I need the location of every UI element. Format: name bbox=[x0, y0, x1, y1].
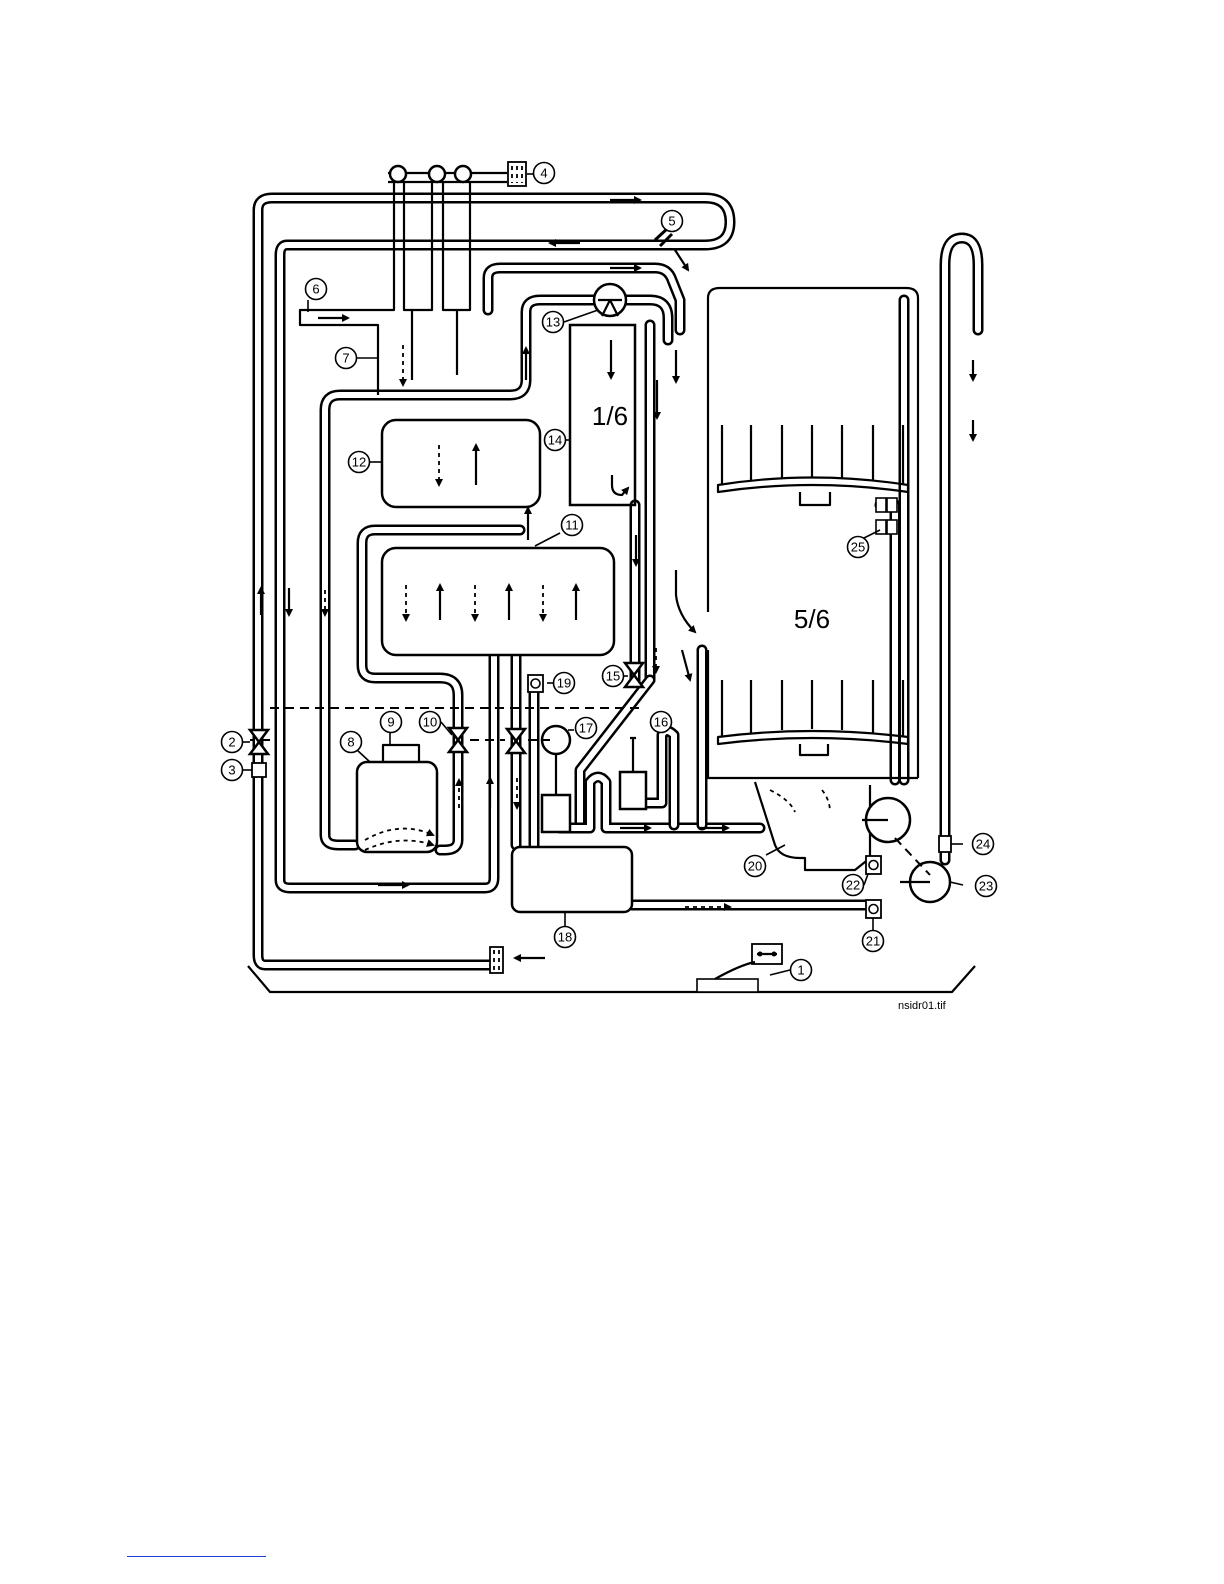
salt-container-8 bbox=[357, 762, 437, 852]
callout-13: 13 bbox=[543, 312, 564, 333]
upper-chamber-label: 1/6 bbox=[592, 401, 628, 431]
image-filename: nsidr01.tif bbox=[898, 1000, 947, 1012]
svg-text:21: 21 bbox=[866, 934, 880, 949]
svg-text:11: 11 bbox=[565, 518, 579, 533]
callout-18: 18 bbox=[555, 927, 576, 948]
callout-11: 11 bbox=[562, 515, 583, 536]
svg-text:18: 18 bbox=[558, 930, 572, 945]
callout-17: 17 bbox=[576, 718, 597, 739]
svg-text:14: 14 bbox=[548, 433, 562, 448]
filter-at-outlet bbox=[490, 947, 503, 973]
svg-text:2: 2 bbox=[228, 735, 235, 750]
water-softener-11 bbox=[382, 548, 614, 655]
svg-text:10: 10 bbox=[423, 715, 437, 730]
callout-9: 9 bbox=[381, 712, 402, 733]
svg-text:8: 8 bbox=[347, 735, 354, 750]
callout-4: 4 bbox=[534, 163, 555, 184]
svg-text:9: 9 bbox=[387, 715, 394, 730]
regeneration-dosing-9 bbox=[383, 745, 419, 762]
svg-text:5: 5 bbox=[668, 214, 675, 229]
svg-text:25: 25 bbox=[851, 540, 865, 555]
pressure-chamber bbox=[542, 795, 570, 832]
svg-text:4: 4 bbox=[540, 166, 547, 181]
svg-text:23: 23 bbox=[979, 879, 993, 894]
callout-16: 16 bbox=[651, 712, 672, 733]
callout-3: 3 bbox=[222, 760, 243, 781]
lower-chamber-label: 5/6 bbox=[794, 604, 830, 634]
callout-12: 12 bbox=[349, 452, 370, 473]
drain-sump-18 bbox=[512, 847, 632, 912]
callout-24: 24 bbox=[973, 834, 994, 855]
svg-text:12: 12 bbox=[352, 455, 366, 470]
callout-14: 14 bbox=[545, 430, 566, 451]
svg-text:22: 22 bbox=[846, 878, 860, 893]
svg-text:19: 19 bbox=[557, 676, 571, 691]
svg-text:3: 3 bbox=[228, 763, 235, 778]
svg-text:6: 6 bbox=[312, 282, 319, 297]
svg-text:15: 15 bbox=[606, 669, 620, 684]
flowmeter-3 bbox=[252, 763, 266, 777]
callout-21: 21 bbox=[863, 931, 884, 952]
footnote-rule bbox=[127, 1556, 266, 1557]
callout-15: 15 bbox=[603, 666, 624, 687]
svg-text:20: 20 bbox=[748, 859, 762, 874]
callout-23: 23 bbox=[976, 876, 997, 897]
svg-text:17: 17 bbox=[579, 721, 593, 736]
svg-text:1: 1 bbox=[797, 963, 804, 978]
air-trap-16-body bbox=[620, 772, 646, 809]
callout-10: 10 bbox=[420, 712, 441, 733]
hose-clamp-24 bbox=[939, 836, 951, 852]
callout-8: 8 bbox=[341, 732, 362, 753]
svg-text:7: 7 bbox=[342, 351, 349, 366]
heat-exchanger-12 bbox=[382, 420, 540, 507]
callout-20: 20 bbox=[745, 856, 766, 877]
callout-22: 22 bbox=[843, 875, 864, 896]
callout-19: 19 bbox=[554, 673, 575, 694]
svg-text:24: 24 bbox=[976, 837, 990, 852]
callout-6: 6 bbox=[306, 279, 327, 300]
tub bbox=[708, 288, 918, 870]
svg-text:16: 16 bbox=[654, 715, 668, 730]
callout-1: 1 bbox=[791, 960, 812, 981]
callout-2: 2 bbox=[222, 732, 243, 753]
callout-25: 25 bbox=[848, 537, 869, 558]
svg-text:13: 13 bbox=[546, 315, 560, 330]
callout-5: 5 bbox=[662, 211, 683, 232]
callout-7: 7 bbox=[336, 348, 357, 369]
